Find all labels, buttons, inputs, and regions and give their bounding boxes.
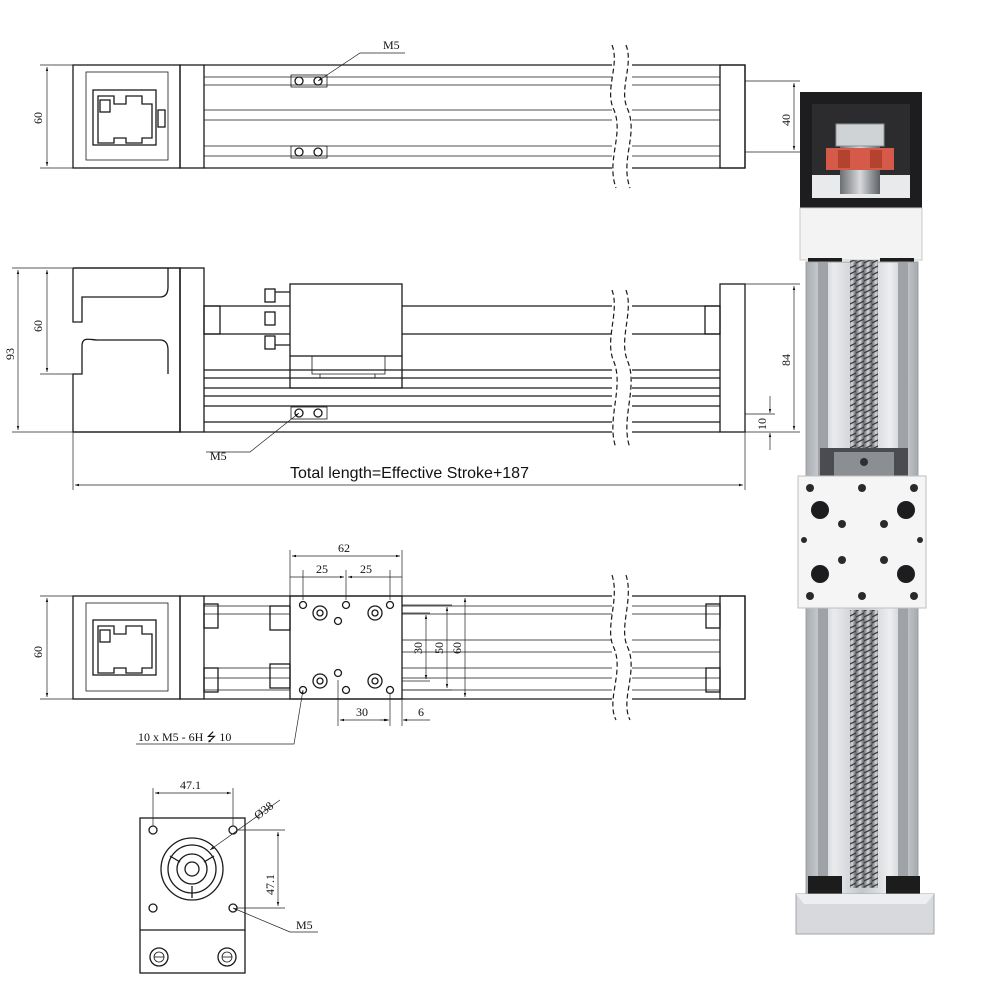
top-view: M5 60 40: [31, 38, 800, 189]
side-offset-label: 10: [755, 418, 769, 430]
carriage-height-label: 60: [31, 646, 45, 658]
ball-screw-upper: [850, 260, 878, 460]
top-rail-width-label: 40: [779, 114, 793, 126]
edge-offset-label: 6: [418, 705, 424, 719]
carriage-block: [797, 475, 927, 609]
left-pitch-label: 25: [316, 562, 328, 576]
m5-holes-top: [290, 74, 328, 159]
inner-pitch-label: 30: [411, 642, 425, 654]
right-pitch-label: 25: [360, 562, 372, 576]
motor-width-label: 47.1: [180, 778, 201, 792]
top-screw-label: M5: [383, 38, 400, 52]
motor-height-label: 47.1: [263, 874, 277, 895]
motor-end-view: 47.1 Ø38 47.1 M5: [139, 778, 318, 974]
ball-screw-lower: [850, 610, 878, 888]
bore-label: Ø38: [251, 799, 276, 823]
side-screw-label: M5: [210, 449, 227, 463]
mid-pitch-label: 50: [432, 642, 446, 654]
linear-module-photo: [795, 92, 935, 935]
outer-pitch-label: 60: [450, 642, 464, 654]
carriage-view: 60 62 25 25 30 50 60 30 6 10 x M5 - 6H ⭍…: [31, 541, 746, 745]
side-view: M5 93 60 84 10 Total length=Effective St…: [3, 267, 800, 490]
carriage-holes: [298, 600, 395, 695]
top-height-label: 60: [31, 112, 45, 124]
motor-screw-label: M5: [296, 918, 313, 932]
coupling: [826, 148, 894, 170]
total-length-label: Total length=Effective Stroke+187: [290, 465, 529, 482]
side-overall-height-label: 93: [3, 348, 17, 360]
thread-note: 10 x M5 - 6H ⭍ 10: [138, 730, 231, 744]
bottom-pitch-label: 30: [356, 705, 368, 719]
side-profile-height-label: 84: [779, 354, 793, 366]
carriage-width-label: 62: [338, 541, 350, 555]
side-end-height-label: 60: [31, 320, 45, 332]
